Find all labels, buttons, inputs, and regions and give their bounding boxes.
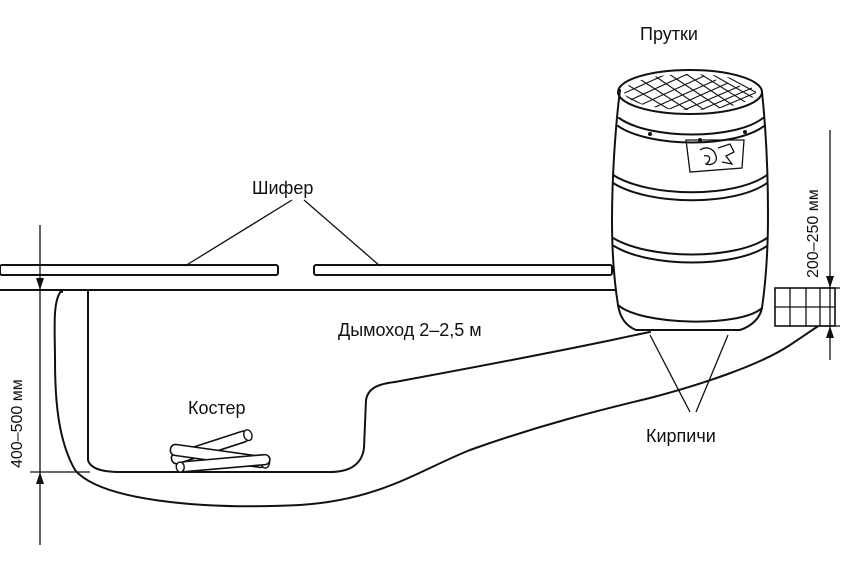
bonfire-logs (169, 429, 271, 473)
barrel-hoop-3b (613, 245, 768, 264)
barrel-bottom (617, 304, 763, 331)
pit-inner-wall (87, 289, 396, 473)
barrel-body (611, 89, 769, 323)
label-chimney: Дымоход 2–2,5 м (338, 320, 482, 340)
hanging-fish (685, 139, 745, 173)
barrel-hoop-1b (617, 125, 765, 144)
label-bricks: Кирпичи (646, 426, 716, 446)
barrel-hoop-1 (618, 117, 764, 136)
label-slate: Шифер (252, 178, 313, 198)
pit-outer-outline (53, 289, 821, 508)
barrel-top-rim (617, 69, 763, 115)
label-height: 200–250 мм (805, 189, 822, 278)
height-dimension (820, 130, 840, 360)
slate-sheets (0, 264, 613, 276)
barrel-hoop-2 (612, 174, 768, 194)
slate-sheet-right (313, 264, 613, 276)
barrel-hoop-2b (612, 182, 768, 202)
barrel (611, 69, 769, 331)
barrel-hoop-3 (612, 237, 768, 256)
depth-dimension (30, 225, 90, 545)
slate-leaders (184, 199, 381, 267)
bricks-leaders (649, 334, 729, 413)
grate-rods (624, 74, 756, 110)
bricks-stack (774, 287, 836, 327)
label-depth: 400–500 мм (9, 379, 26, 468)
slate-sheet-left (0, 264, 279, 276)
label-rods: Прутки (640, 24, 698, 44)
label-bonfire: Костер (188, 398, 246, 418)
